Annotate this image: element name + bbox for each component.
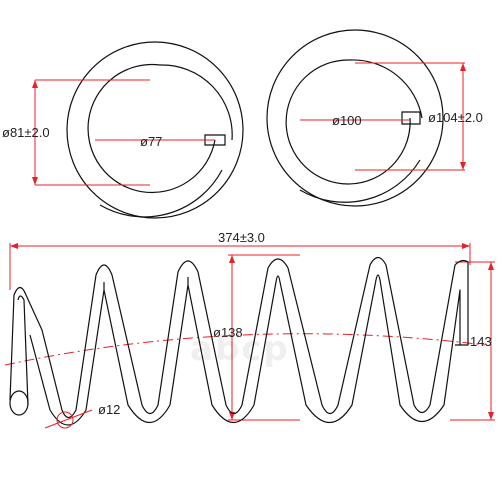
coil-outer-edge [41, 256, 469, 419]
watermark-logo: abcp [190, 329, 290, 369]
end-height-dimension [450, 261, 495, 421]
arrow-head [460, 162, 466, 170]
end-view-right [266, 29, 444, 207]
coil-inner-edge [29, 274, 461, 426]
coil-end-left [9, 286, 43, 401]
dim-label-inner-right: ø100 [332, 113, 362, 128]
arrow-head [460, 63, 466, 71]
end-view-left-inner-coil [87, 63, 233, 194]
spring-coils [9, 256, 469, 426]
end-view-left-outer-arc [99, 169, 223, 218]
arrow-head [488, 262, 494, 270]
dim-label-inner-left: ø77 [140, 134, 162, 149]
dim-label-coil-diameter: ø138 [213, 325, 243, 340]
end-view-left-dimensions [32, 79, 215, 186]
end-view-left [66, 41, 244, 219]
dim-label-end-height: 143 [470, 334, 492, 349]
end-view-left-outer-ring [66, 41, 244, 219]
arrow-head [32, 80, 38, 88]
free-length-dimension [9, 243, 471, 290]
arrow-head [229, 255, 235, 263]
end-view-right-inner-coil [285, 59, 423, 185]
end-view-right-dimensions [300, 62, 466, 171]
end-view-right-outer-ring [266, 29, 444, 207]
wire-diameter-circle [56, 411, 74, 429]
end-view-right-coil-end [401, 111, 421, 125]
wire-end-cross-section [9, 390, 29, 416]
end-view-left-coil-end [204, 134, 226, 146]
arrow-head [462, 243, 470, 249]
wire-diameter-leader [44, 409, 93, 429]
dim-label-wire-diameter: ø12 [98, 402, 120, 417]
arrow-head [10, 243, 18, 249]
arrow-head [32, 177, 38, 185]
dim-label-outer-right: ø104±2.0 [428, 110, 483, 125]
center-line-arc [4, 333, 486, 366]
arrow-head [488, 412, 494, 420]
coil-end-left-inner [17, 295, 29, 406]
dim-label-outer-left: ø81±2.0 [2, 125, 50, 140]
end-view-right-outer-arc [299, 159, 421, 203]
dim-label-free-length: 374±3.0 [218, 230, 265, 245]
